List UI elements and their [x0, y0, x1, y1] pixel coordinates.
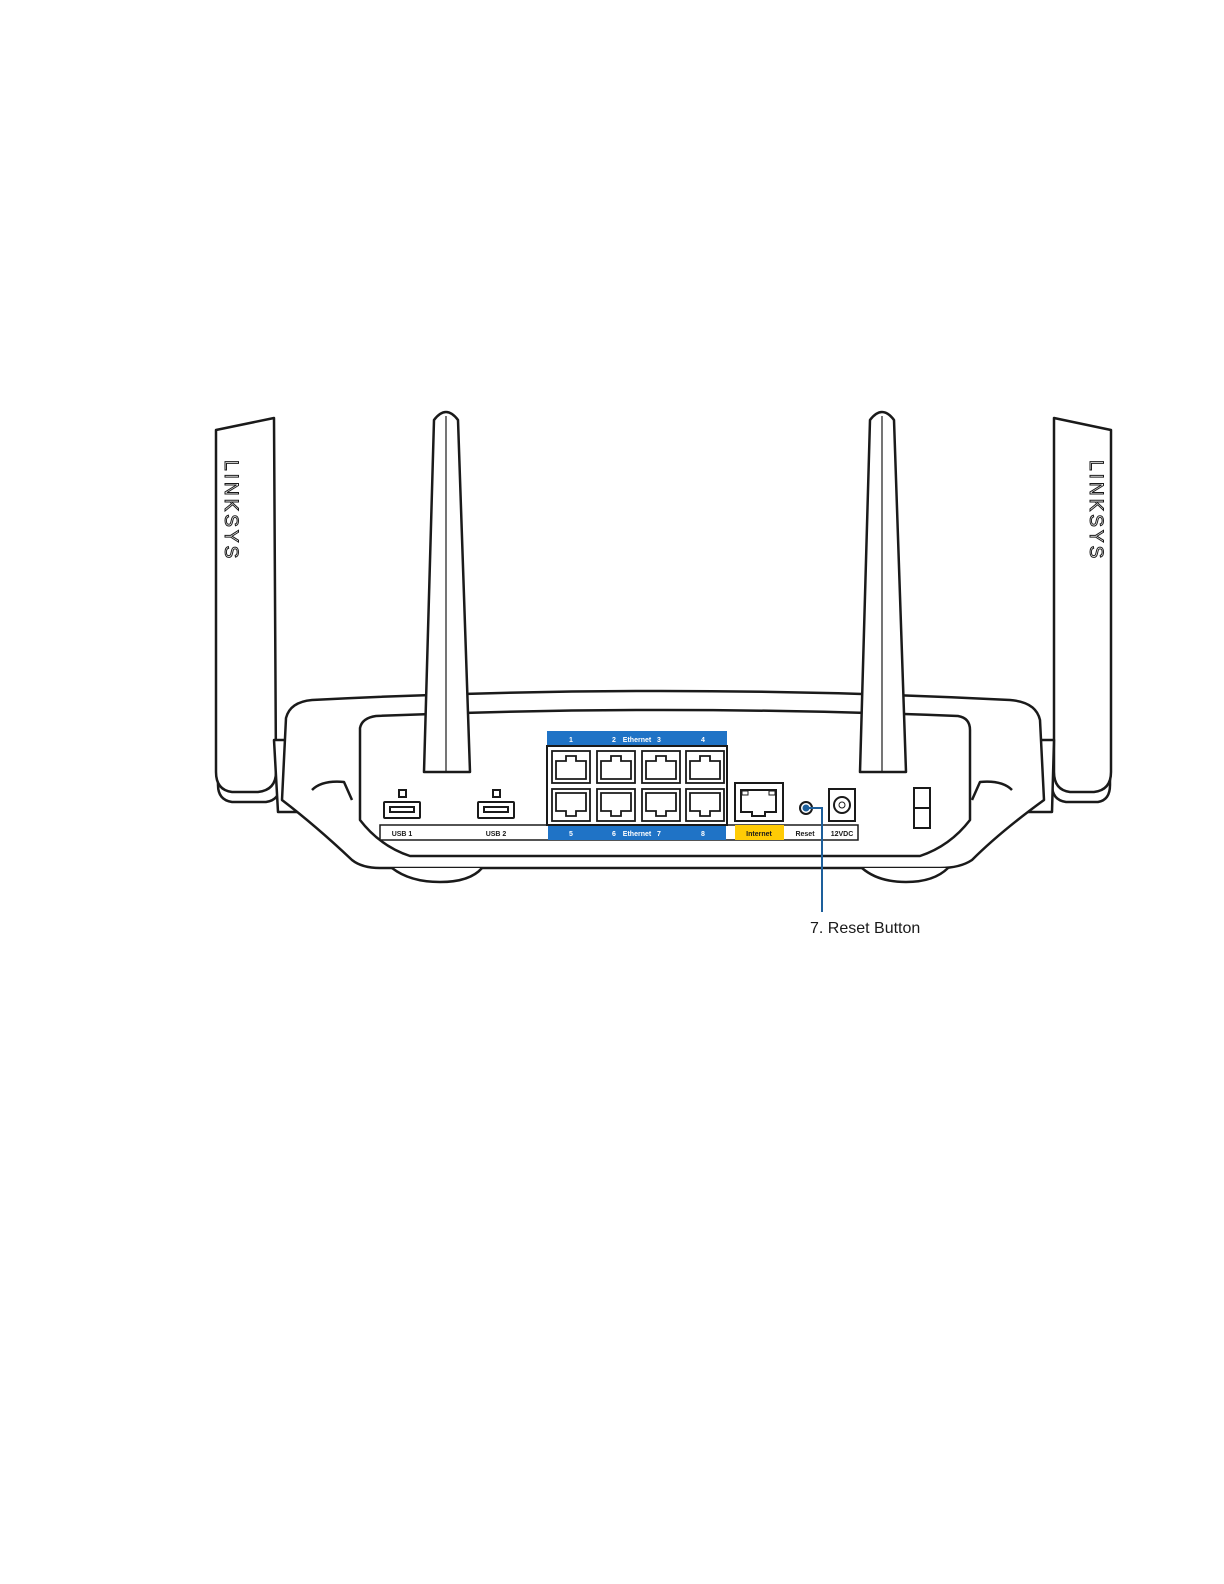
left-antenna-logo: LINKSYS [220, 460, 241, 561]
power-label: 12VDC [831, 831, 854, 838]
internet-port[interactable] [735, 783, 783, 821]
reset-label: Reset [795, 831, 815, 838]
ethernet-port-7[interactable] [642, 789, 680, 821]
ethernet-port-6-label: 6 [612, 831, 616, 838]
power-port[interactable] [829, 789, 855, 821]
ethernet-bottom-group-label: Ethernet [623, 831, 652, 838]
ethernet-top-group-label: Ethernet [623, 737, 652, 744]
ethernet-port-3[interactable] [642, 751, 680, 783]
center-left-antenna [424, 412, 470, 772]
ethernet-port-2-label: 2 [612, 737, 616, 744]
internet-label: Internet [746, 831, 772, 838]
ethernet-port-4[interactable] [686, 751, 724, 783]
ethernet-port-6[interactable] [597, 789, 635, 821]
ethernet-port-5-label: 5 [569, 831, 573, 838]
ethernet-port-2[interactable] [597, 751, 635, 783]
ethernet-port-3-label: 3 [657, 737, 661, 744]
ethernet-port-8-label: 8 [701, 831, 705, 838]
ethernet-port-1[interactable] [552, 751, 590, 783]
ethernet-port-4-label: 4 [701, 737, 705, 744]
center-right-antenna [860, 412, 906, 772]
right-antenna-logo: LINKSYS [1085, 460, 1106, 561]
usb1-label: USB 1 [392, 831, 413, 838]
reset-callout-text: 7. Reset Button [810, 920, 920, 937]
usb2-label: USB 2 [486, 831, 507, 838]
ethernet-port-1-label: 1 [569, 737, 573, 744]
ethernet-port-7-label: 7 [657, 831, 661, 838]
power-switch[interactable] [914, 788, 930, 828]
ethernet-port-5[interactable] [552, 789, 590, 821]
ethernet-port-8[interactable] [686, 789, 724, 821]
